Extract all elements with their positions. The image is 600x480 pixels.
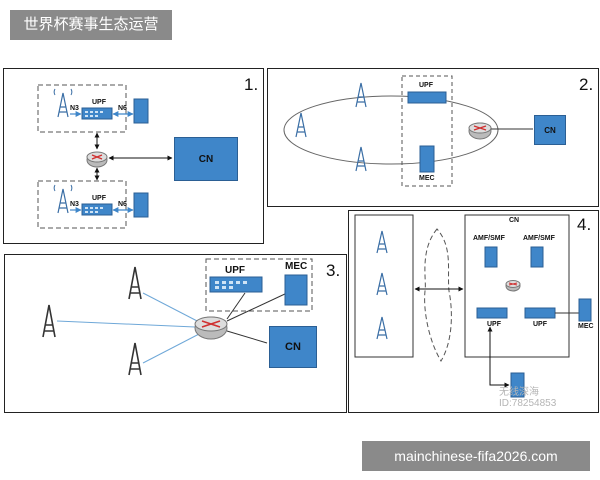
- router-icon: [86, 151, 108, 168]
- diagram-panel-1: 1. UPF UPF N3 N6 N3 N6 CN: [3, 68, 264, 244]
- cn-label: CN: [509, 217, 520, 224]
- panel-number: 1.: [244, 75, 259, 94]
- upf-device-icon: [524, 307, 556, 319]
- core-network-box: CN: [174, 137, 238, 181]
- watermark-line: ID:78254853: [499, 398, 557, 409]
- router-icon: [194, 316, 228, 340]
- transport-cloud: [424, 228, 452, 362]
- panel-3-drawing: [42, 258, 313, 376]
- panel-1-drawing: [37, 84, 173, 229]
- mec-server-icon: [578, 298, 592, 322]
- panel-number: 3.: [326, 261, 341, 280]
- panel-2-drawing: [283, 75, 533, 187]
- cell-tower-icon: [376, 316, 388, 340]
- cell-tower-icon: [376, 272, 388, 296]
- mec-label: MEC: [285, 261, 308, 272]
- core-network-box: CN: [534, 115, 566, 145]
- upf-label: UPF: [419, 82, 433, 89]
- cell-tower-icon: [376, 230, 388, 254]
- server-icon: [484, 246, 498, 268]
- upf-label: UPF: [92, 195, 106, 202]
- mec-label: MEC: [578, 323, 594, 330]
- panel-4-drawing: [354, 214, 592, 398]
- cell-tower-icon: [355, 146, 367, 172]
- upf-device-icon: [209, 276, 263, 293]
- upf-device-icon: [81, 203, 113, 216]
- upf-label: UPF: [533, 321, 547, 328]
- panel-number: 4.: [577, 215, 592, 234]
- n3-label: N3: [70, 105, 79, 112]
- amf-smf-label: AMF/SMF: [523, 235, 555, 242]
- cell-tower-icon: [128, 342, 142, 376]
- mec-server-icon: [284, 274, 308, 306]
- upf-device-icon: [81, 107, 113, 120]
- diagram-panel-2: 2. UPF MEC CN: [267, 68, 599, 207]
- upf-label: UPF: [487, 321, 501, 328]
- router-icon: [505, 280, 521, 292]
- watermark: 无线深海 ID:78254853: [499, 387, 556, 409]
- site-banner: 世界杯赛事生态运营: [10, 10, 172, 40]
- upf-device-icon: [476, 307, 508, 319]
- cell-tower-icon: [42, 304, 56, 338]
- cell-tower-icon: [355, 82, 367, 108]
- n6-label: N6: [118, 201, 127, 208]
- upf-label: UPF: [92, 99, 106, 106]
- router-icon: [468, 122, 492, 140]
- watermark-line: 无线深海: [499, 387, 539, 398]
- cell-tower-icon: [128, 266, 142, 300]
- upf-label: UPF: [225, 265, 245, 276]
- cell-tower-icon: [53, 184, 73, 214]
- server-icon: [133, 192, 149, 218]
- mec-server-icon: [419, 145, 435, 173]
- server-icon: [510, 372, 525, 398]
- panel-number: 2.: [579, 75, 594, 94]
- server-icon: [133, 98, 149, 124]
- cell-tower-icon: [295, 112, 307, 138]
- mec-label: MEC: [419, 175, 435, 182]
- server-icon: [530, 246, 544, 268]
- diagram-panel-3: 3. UPF MEC CN: [4, 254, 347, 413]
- core-network-box: CN: [269, 326, 317, 368]
- cell-tower-icon: [53, 88, 73, 118]
- diagram-panel-4: 4. CN AMF/SMF AMF/SMF UPF UPF MEC 无线深海 I…: [348, 210, 599, 413]
- footer-site-tag: mainchinese-fifa2026.com: [362, 441, 590, 471]
- amf-smf-label: AMF/SMF: [473, 235, 505, 242]
- upf-device-icon: [407, 91, 447, 104]
- n6-label: N6: [118, 105, 127, 112]
- n3-label: N3: [70, 201, 79, 208]
